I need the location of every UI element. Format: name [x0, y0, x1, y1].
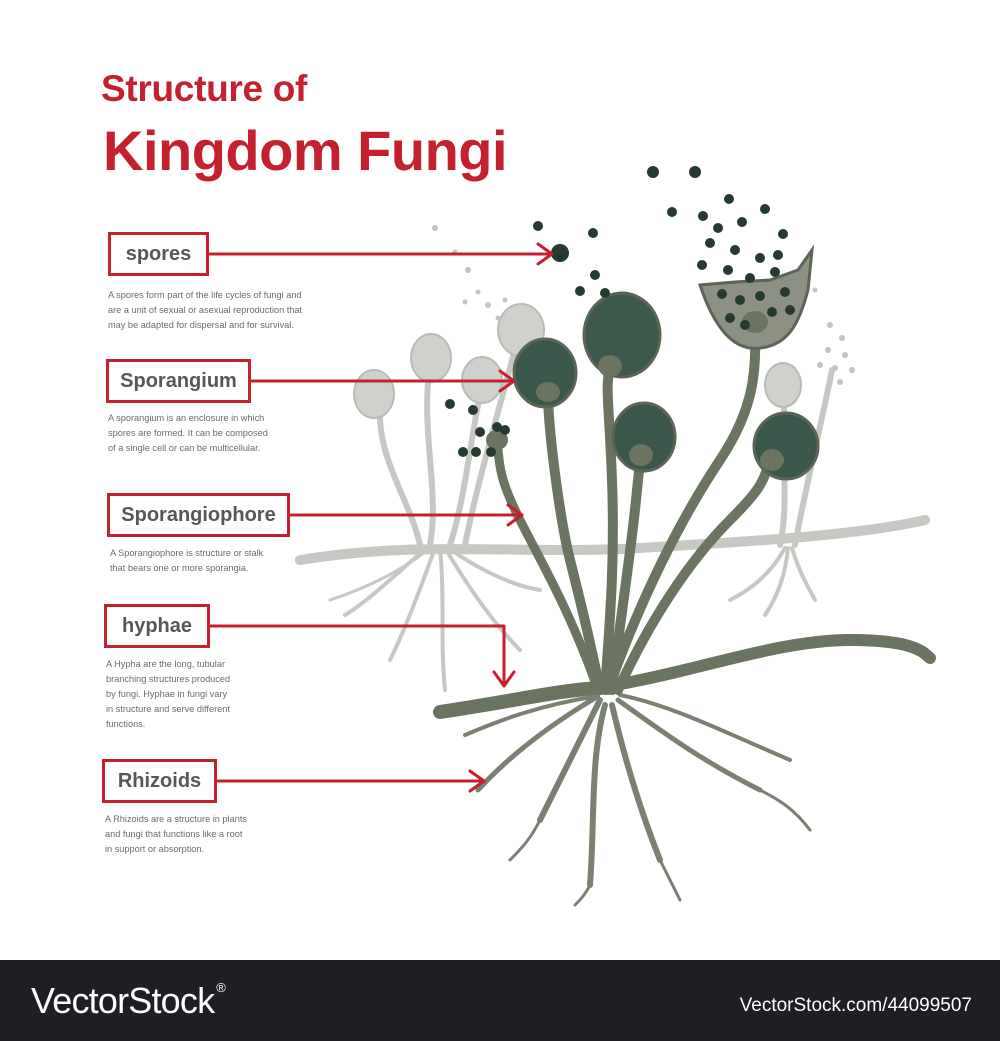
sporangium-columella — [486, 311, 784, 471]
sporangium-head — [512, 337, 578, 409]
label-spores: spores — [108, 232, 209, 276]
sporangia-heads — [512, 244, 820, 481]
brand-name: VectorStock — [31, 980, 215, 1021]
label-sporangium: Sporangium — [106, 359, 251, 403]
spores-cluster — [445, 166, 795, 457]
label-hyphae: hyphae — [104, 604, 210, 648]
hyphae-arrow — [207, 624, 506, 685]
burst-sporangium — [697, 244, 815, 350]
background-spores — [432, 225, 855, 385]
registered-mark: ® — [216, 980, 226, 995]
sporangium-head — [582, 291, 662, 379]
diagram-canvas: Structure of Kingdom Fungi spores A spor… — [101, 68, 936, 907]
label-sporangiophore: Sporangiophore — [107, 493, 290, 537]
description-spores: A spores form part of the life cycles of… — [108, 290, 303, 330]
sporangiophore-stalks — [492, 315, 777, 695]
description-hyphae: A Hypha are the long, tubular branching … — [106, 659, 231, 729]
description-rhizoids: A Rhizoids are a structure in plants and… — [105, 814, 247, 854]
sporangium-head — [752, 411, 820, 481]
watermark-footer: VectorStock® VectorStock.com/44099507 — [0, 960, 1000, 1041]
fungus-illustration — [206, 166, 936, 907]
title-line-1: Structure of — [101, 68, 308, 109]
title-line-2: Kingdom Fungi — [103, 119, 508, 182]
hyphae-runner — [433, 633, 936, 719]
label-rhizoids: Rhizoids — [102, 759, 217, 803]
sporangium-head — [611, 401, 677, 473]
hyphae-arrowhead — [492, 670, 516, 688]
sporangiophore-arrowhead — [506, 503, 524, 527]
description-sporangiophore: A Sporangiophore is structure or stalk t… — [110, 548, 264, 573]
brand-logo: VectorStock® — [31, 980, 226, 1022]
description-sporangium: A sporangium is an enclosure in which sp… — [108, 413, 268, 453]
rhizoids-roots — [463, 693, 812, 907]
spores-arrowhead — [536, 242, 554, 266]
sporangium-arrowhead — [498, 369, 516, 393]
rhizoids-arrowhead — [468, 769, 486, 793]
image-id: VectorStock.com/44099507 — [739, 995, 972, 1016]
pointer-arrows — [206, 242, 554, 793]
